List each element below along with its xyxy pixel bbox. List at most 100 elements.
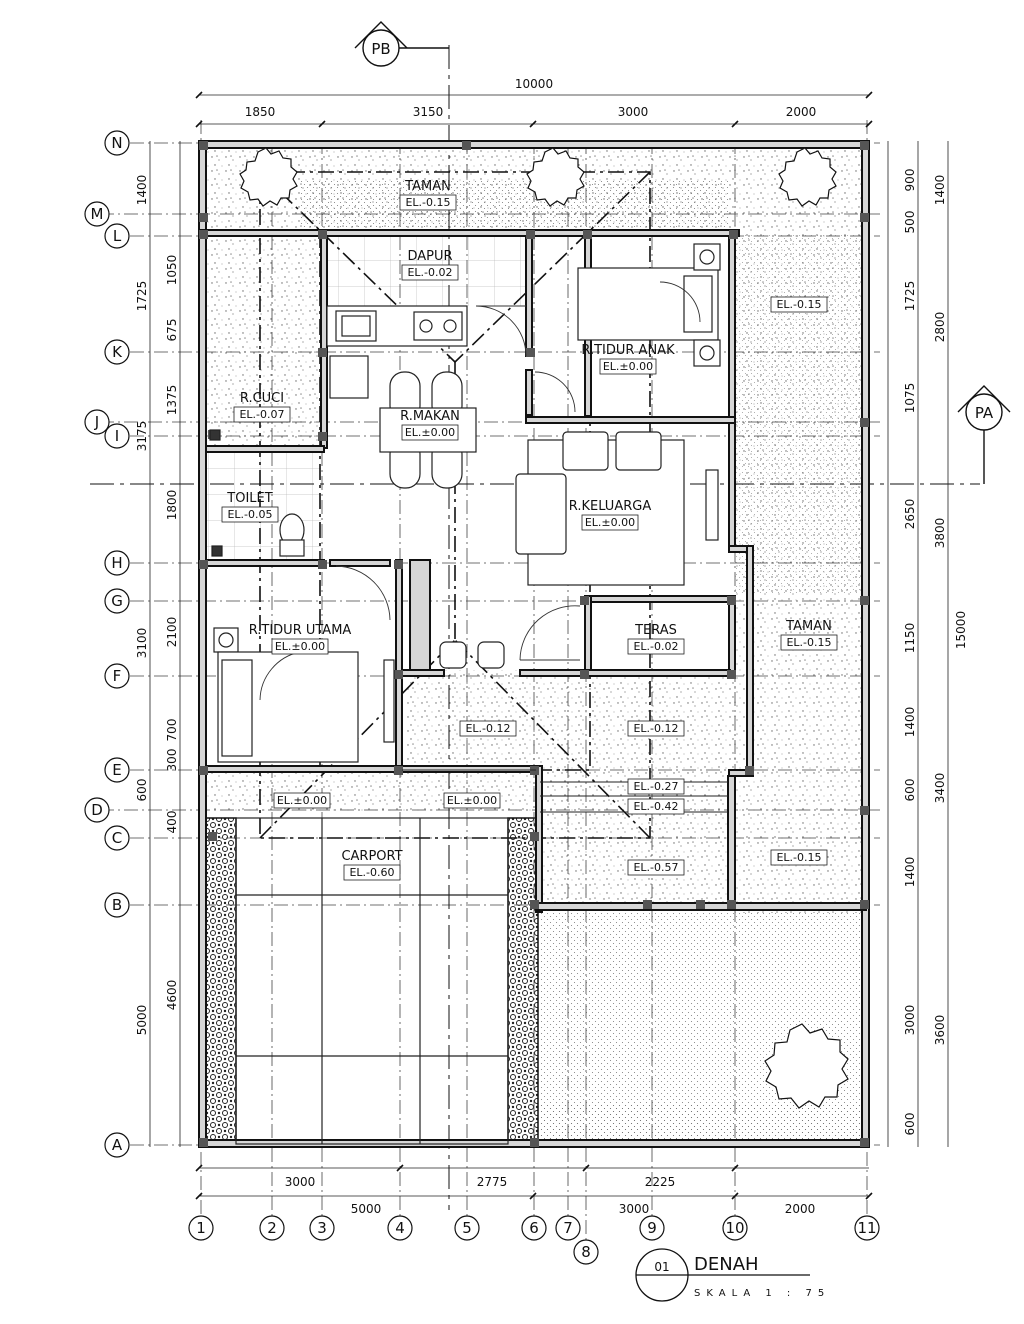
dim-bottom-row2: 5000 [351, 1202, 382, 1216]
room-elevation: EL.±0.00 [275, 640, 325, 653]
grid-col-bubble [573, 1239, 599, 1265]
grid-col-bubble [521, 1215, 547, 1241]
front-yard-fill [540, 812, 735, 907]
grid-row-label: E [112, 761, 121, 779]
elevation-tag-box [343, 864, 401, 881]
room-name: R.TIDUR UTAMA [249, 623, 352, 638]
grid-col-bubble [722, 1215, 748, 1241]
dim-left-inner: 1050 [165, 255, 179, 286]
dim-right-outer: 3400 [933, 773, 947, 804]
carport-stone-left [205, 817, 237, 1145]
corridor-fill [405, 670, 735, 770]
dim-top-segment: 3150 [413, 105, 444, 119]
grid-col-label: 10 [725, 1219, 744, 1237]
section-label-pa: PA [975, 404, 994, 422]
grid-col-bubble [639, 1215, 665, 1241]
grid-col-label: 8 [581, 1243, 591, 1261]
dim-bottom-row1: 3000 [285, 1175, 316, 1189]
dim-right-inner: 500 [903, 211, 917, 234]
elevation-tag-box [627, 798, 685, 815]
elevation-tag-box [780, 634, 838, 651]
grid-col-label: 1 [196, 1219, 206, 1237]
dim-right-outer: 2800 [933, 312, 947, 343]
dim-bottom-row1: 2775 [477, 1175, 508, 1189]
grid-col-bubble [454, 1215, 480, 1241]
dim-right-inner: 1400 [903, 707, 917, 738]
dim-left-outer: 600 [135, 779, 149, 802]
grid-col-bubble [259, 1215, 285, 1241]
grid-row-bubble [104, 423, 130, 449]
grid-row-bubble [84, 797, 110, 823]
level-elevation: EL.-0.42 [633, 800, 678, 813]
walls [198, 140, 870, 1148]
living-furniture [515, 431, 719, 586]
dim-left-inner: 675 [165, 319, 179, 342]
room-name: R.KELUARGA [569, 499, 652, 514]
room-elevation: EL.±0.00 [405, 426, 455, 439]
level-elevation: EL.-0.57 [633, 861, 678, 874]
level-elevation: EL.-0.12 [465, 722, 510, 735]
dim-right-outer: 3800 [933, 518, 947, 549]
elevation-tag-box [627, 778, 685, 795]
grid-row-label: C [112, 829, 122, 847]
dim-left-inner: 2100 [165, 617, 179, 648]
dim-left-inner: 4600 [165, 980, 179, 1011]
grid-row-label: D [91, 801, 103, 819]
dim-right-outer: 3600 [933, 1015, 947, 1046]
dim-right-inner: 3000 [903, 1005, 917, 1036]
room-elevation: EL.-0.15 [786, 636, 831, 649]
dim-left-outer: 1725 [135, 281, 149, 312]
room-name: CARPORT [341, 849, 402, 864]
grid-row-bubble [104, 892, 130, 918]
grid-col-label: 3 [317, 1219, 327, 1237]
grid-row-label: L [113, 227, 122, 245]
grid-row-label: M [91, 205, 104, 223]
room-elevation: EL.-0.02 [407, 266, 452, 279]
elevation-tag-box [401, 264, 459, 281]
level-elevation: EL.±0.00 [277, 794, 327, 807]
grid-row-bubble [104, 339, 130, 365]
dim-right-inner: 600 [903, 1113, 917, 1136]
dim-left-outer: 3100 [135, 628, 149, 659]
grid-row-label: J [94, 413, 99, 431]
room-elevation: EL.-0.02 [633, 640, 678, 653]
dim-bottom-row2: 3000 [619, 1202, 650, 1216]
level-elevation: EL.±0.00 [447, 794, 497, 807]
room-name: TAMAN [404, 179, 451, 194]
child-bed [577, 243, 721, 367]
grid-row-label: K [112, 343, 123, 361]
elevation-tag-box [627, 720, 685, 737]
dim-right-inner: 900 [903, 169, 917, 192]
dim-right-inner: 1150 [903, 623, 917, 654]
elevation-tag-box [770, 849, 828, 866]
dim-right-inner: 600 [903, 779, 917, 802]
title-number: 01 [654, 1260, 669, 1274]
dim-top-segment: 3000 [618, 105, 649, 119]
grid-col-label: 9 [647, 1219, 657, 1237]
level-elevation: EL.-0.12 [633, 722, 678, 735]
room-elevation: EL.±0.00 [585, 516, 635, 529]
section-marker-pb [354, 21, 449, 67]
room-name: R.MAKAN [400, 409, 460, 424]
room-elevation: EL.±0.00 [603, 360, 653, 373]
toilet-fixtures [209, 429, 305, 557]
dim-left-inner: 300 [165, 749, 179, 772]
elevation-tag-box [599, 358, 657, 375]
dim-left-inner: 400 [165, 811, 179, 834]
grid-col-label: 7 [563, 1219, 573, 1237]
dim-top-segment: 1850 [245, 105, 276, 119]
title-name: DENAH [694, 1254, 759, 1275]
elevation-tag-box [401, 424, 459, 441]
grid-row-bubble [84, 409, 110, 435]
taman-right-dots [735, 233, 865, 593]
grid-col-bubble [854, 1215, 880, 1241]
dim-left-inner: 1800 [165, 490, 179, 521]
dim-bottom-row2: 2000 [785, 1202, 816, 1216]
grid-col-bubble [387, 1215, 413, 1241]
grid-col-label: 4 [395, 1219, 405, 1237]
room-name: R.TIDUR ANAK [581, 343, 675, 358]
level-elevation: EL.-0.15 [776, 298, 821, 311]
